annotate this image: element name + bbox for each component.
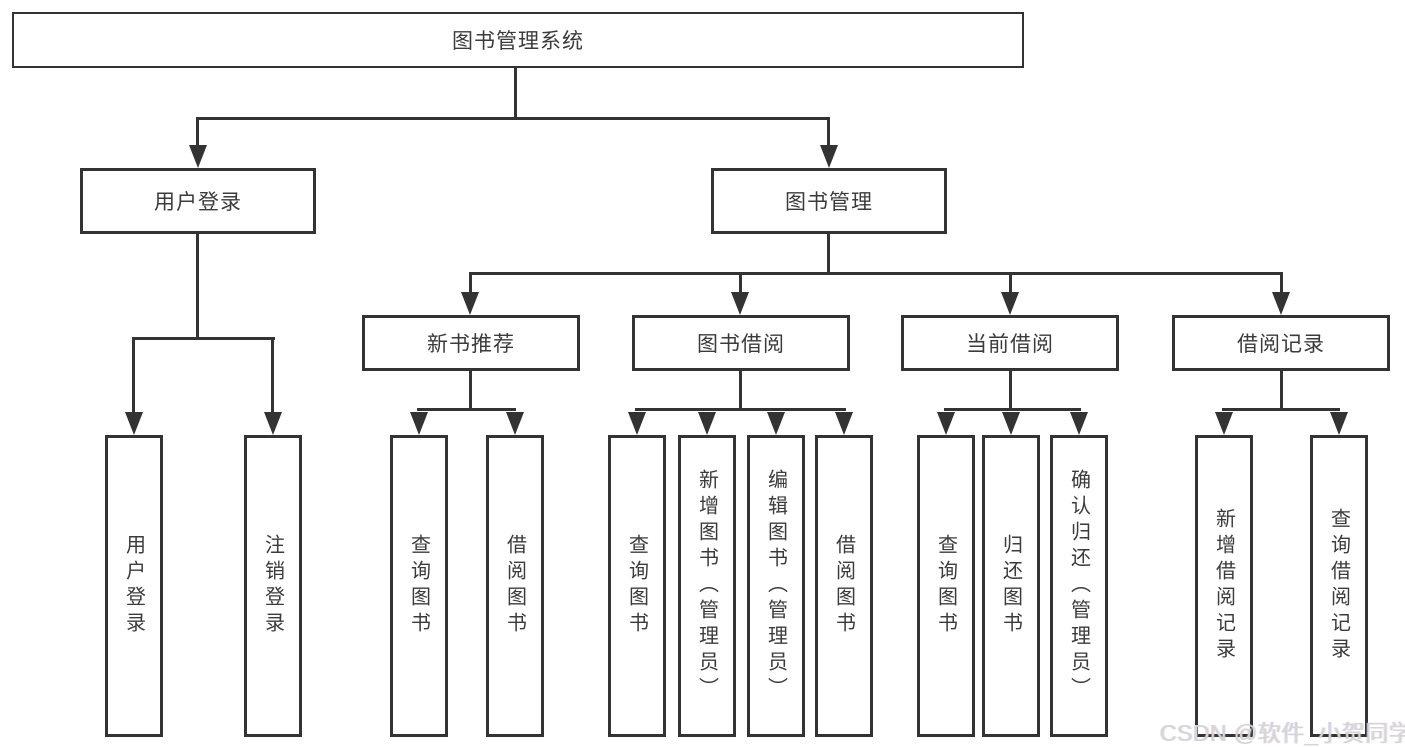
arrow-down-icon: [125, 412, 143, 435]
node-query-books-borrow: 查询图书: [608, 435, 666, 737]
node-query-borrow-record: 查询借阅记录: [1310, 435, 1368, 737]
node-user-login: 用户登录: [80, 168, 316, 234]
arrow-down-icon: [189, 145, 207, 168]
arrow-down-icon: [1272, 292, 1290, 315]
node-label: 查询图书: [934, 534, 957, 638]
node-current-borrow: 当前借阅: [901, 315, 1119, 371]
connector-line: [469, 371, 472, 411]
arrow-down-icon: [1001, 292, 1019, 315]
arrow-down-icon: [1330, 412, 1348, 435]
node-label: 图书管理系统: [452, 30, 584, 53]
arrow-down-icon: [461, 292, 479, 315]
node-label: 新增图书（管理员）: [695, 469, 718, 703]
node-label: 用户登录: [154, 191, 242, 214]
node-label: 用户登录: [122, 534, 145, 638]
csdn-watermark: CSDN @软件_小贺同学: [1160, 720, 1405, 746]
connector-line: [1280, 371, 1283, 411]
node-query-books-current: 查询图书: [917, 435, 975, 737]
connector-line: [132, 337, 275, 340]
arrow-down-icon: [731, 292, 749, 315]
arrow-down-icon: [410, 412, 428, 435]
node-label: 注销登录: [261, 534, 284, 638]
node-book-management: 图书管理: [711, 168, 947, 234]
connector-line: [469, 272, 472, 296]
node-label: 确认归还（管理员）: [1067, 469, 1090, 703]
connector-line: [196, 234, 199, 338]
node-label: 图书借阅: [697, 333, 785, 356]
node-return-book: 归还图书: [982, 435, 1040, 737]
connector-line: [1222, 408, 1340, 411]
node-label: 查询图书: [625, 534, 648, 638]
node-label: 借阅记录: [1237, 333, 1325, 356]
connector-line: [469, 272, 1283, 275]
node-library-system: 图书管理系统: [12, 12, 1024, 68]
connector-line: [944, 408, 1081, 411]
node-edit-book-admin: 编辑图书（管理员）: [747, 435, 805, 737]
connector-line: [196, 117, 830, 120]
node-label: 图书管理: [785, 191, 873, 214]
connector-line: [514, 67, 517, 118]
arrow-down-icon: [820, 145, 838, 168]
arrow-down-icon: [628, 412, 646, 435]
node-label: 查询借阅记录: [1327, 508, 1350, 664]
connector-line: [739, 272, 742, 296]
arrow-down-icon: [264, 412, 282, 435]
node-label: 归还图书: [999, 534, 1022, 638]
node-label: 当前借阅: [966, 333, 1054, 356]
node-label: 查询图书: [407, 534, 430, 638]
connector-line: [1280, 272, 1283, 296]
node-add-book-admin: 新增图书（管理员）: [678, 435, 736, 737]
arrow-down-icon: [698, 412, 716, 435]
connector-line: [635, 408, 846, 411]
node-label: 借阅图书: [503, 534, 526, 638]
connector-line: [1009, 272, 1012, 296]
node-confirm-return-admin: 确认归还（管理员）: [1050, 435, 1108, 737]
node-label: 借阅图书: [832, 534, 855, 638]
connector-line: [739, 371, 742, 411]
connector-line: [827, 117, 830, 150]
arrow-down-icon: [506, 412, 524, 435]
node-add-borrow-record: 新增借阅记录: [1195, 435, 1253, 737]
node-borrow-books-leaf: 借阅图书: [815, 435, 873, 737]
node-label: 编辑图书（管理员）: [764, 469, 787, 703]
connector-line: [132, 337, 135, 415]
node-query-books-recommend: 查询图书: [390, 435, 448, 737]
node-borrow-books-recommend: 借阅图书: [486, 435, 544, 737]
connector-line: [417, 408, 516, 411]
node-user-login-leaf: 用户登录: [105, 435, 163, 737]
arrow-down-icon: [1070, 412, 1088, 435]
node-label: 新增借阅记录: [1212, 508, 1235, 664]
arrow-down-icon: [1215, 412, 1233, 435]
connector-line: [1009, 371, 1012, 411]
node-borrow-records: 借阅记录: [1172, 315, 1390, 371]
arrow-down-icon: [835, 412, 853, 435]
node-logout: 注销登录: [244, 435, 302, 737]
node-book-borrow: 图书借阅: [632, 315, 850, 371]
arrow-down-icon: [767, 412, 785, 435]
arrow-down-icon: [1002, 412, 1020, 435]
node-label: 新书推荐: [427, 333, 515, 356]
node-new-book-recommend: 新书推荐: [362, 315, 580, 371]
connector-line: [271, 337, 274, 415]
connector-line: [196, 117, 199, 150]
connector-line: [827, 234, 830, 275]
arrow-down-icon: [937, 412, 955, 435]
